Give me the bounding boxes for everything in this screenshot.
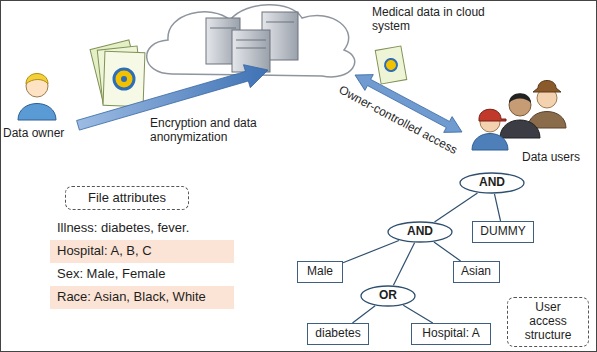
node-text: File attributes — [88, 191, 166, 206]
node-text: Illness: diabetes, fever. — [57, 221, 189, 236]
attribute-box: diabetes — [307, 323, 369, 345]
person-body — [472, 134, 508, 151]
node-text: diabetes — [315, 327, 360, 341]
document-stack — [90, 40, 145, 107]
document-icon — [375, 46, 407, 84]
data-owner-figure — [18, 74, 56, 121]
person-body — [500, 120, 540, 138]
ellipse-outline — [460, 173, 524, 193]
gate-ellipse: OR — [360, 285, 416, 307]
data-users-figure — [472, 81, 566, 151]
person-hair — [26, 74, 48, 85]
server-slot — [236, 40, 266, 41]
lock-symbol — [114, 69, 134, 89]
server-slot — [236, 48, 266, 49]
node-text: User access structure — [515, 301, 581, 342]
node-text: AND — [479, 176, 505, 190]
tree-connector — [494, 194, 500, 221]
node-text: DUMMY — [480, 225, 525, 239]
ellipse-outline — [361, 286, 415, 306]
node-text: Sex: Male, Female — [57, 267, 165, 282]
node-text: OR — [379, 289, 397, 303]
gate-ellipse: AND — [387, 221, 453, 243]
server-group — [206, 12, 298, 72]
server-slot — [266, 22, 294, 23]
attribute-box: Hospital: A — [411, 323, 491, 345]
note-box: File attributes — [65, 186, 189, 210]
tree-connector — [393, 243, 414, 285]
person-body — [18, 104, 56, 121]
attribute-box: Asian — [453, 261, 500, 283]
gate-ellipse: AND — [459, 172, 525, 194]
person-head — [509, 94, 531, 116]
tree-connector — [352, 306, 375, 323]
attribute-box: Male — [297, 261, 343, 283]
node-text: Male — [307, 265, 333, 279]
text-label: Encryption and data anonymization — [150, 116, 282, 145]
person-cap — [479, 109, 506, 121]
tree-connector — [435, 193, 478, 222]
ellipse-outline — [388, 222, 452, 242]
tree-connector — [403, 305, 432, 323]
server-slot — [210, 28, 236, 29]
attribute-row: Hospital: A, B, C — [50, 240, 234, 263]
person-hair — [509, 93, 531, 103]
attribute-row: Illness: diabetes, fever. — [50, 217, 234, 240]
tree-connector — [343, 240, 399, 262]
note-box: User access structure — [507, 297, 589, 347]
lock-symbol — [384, 58, 398, 72]
document-icon — [103, 51, 145, 106]
node-text: Hospital: A — [422, 327, 479, 341]
attribute-row: Sex: Male, Female — [50, 263, 234, 286]
attribute-box: DUMMY — [472, 221, 534, 243]
document-icon — [375, 46, 407, 84]
person-hat — [533, 81, 561, 93]
text-label: Data users — [522, 150, 580, 164]
text-label: Data owner — [3, 126, 64, 140]
lock-symbol — [121, 76, 127, 82]
tree-connector — [434, 242, 461, 261]
node-text: Asian — [461, 265, 491, 279]
server-symbol — [232, 30, 270, 72]
node-text: Hospital: A, B, C — [57, 244, 152, 259]
attribute-row: Race: Asian, Black, White — [50, 286, 234, 309]
text-label: Medical data in cloud system — [372, 5, 490, 34]
node-text: AND — [407, 225, 433, 239]
node-text: Race: Asian, Black, White — [57, 290, 206, 305]
